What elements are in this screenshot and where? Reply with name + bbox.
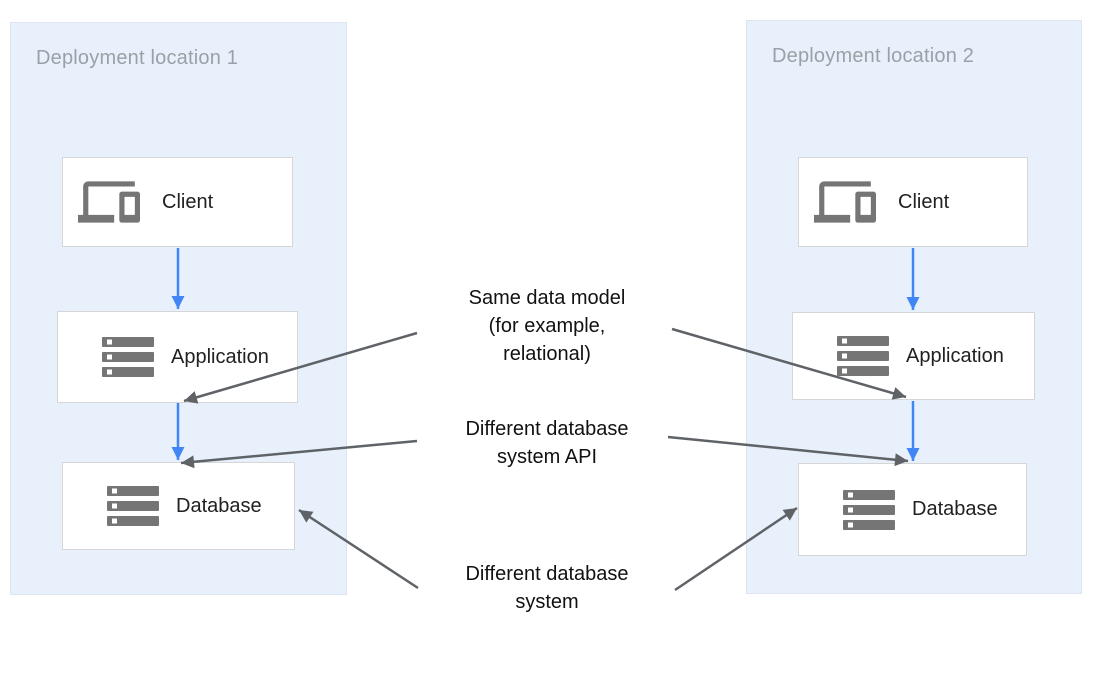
database-node-location-2: Database bbox=[798, 463, 1027, 556]
annotation-same-data-model: Same data model (for example, relational… bbox=[468, 287, 626, 365]
node-label: Client bbox=[162, 190, 214, 213]
client-node-location-1: Client bbox=[62, 157, 293, 247]
node-label: Application bbox=[906, 344, 1004, 367]
annotation-different-database-system: Different database system bbox=[465, 563, 629, 613]
panel-title: Deployment location 2 bbox=[772, 45, 975, 67]
storage-icon bbox=[843, 489, 895, 530]
client-node-location-2: Client bbox=[798, 157, 1028, 247]
node-label: Application bbox=[171, 345, 269, 368]
node-label: Client bbox=[898, 190, 950, 213]
application-node-location-1: Application bbox=[57, 311, 298, 403]
database-node-location-1: Database bbox=[62, 462, 295, 550]
storage-icon bbox=[102, 337, 154, 377]
node-label: Database bbox=[176, 494, 262, 517]
node-label: Database bbox=[912, 498, 998, 520]
panel-title: Deployment location 1 bbox=[36, 47, 239, 69]
devices-icon bbox=[76, 171, 142, 233]
application-node-location-2: Application bbox=[792, 312, 1035, 400]
devices-icon bbox=[812, 171, 878, 233]
storage-icon bbox=[107, 486, 159, 526]
annotation-different-database-system-api: Different database system API bbox=[465, 418, 629, 468]
storage-icon bbox=[837, 336, 889, 376]
